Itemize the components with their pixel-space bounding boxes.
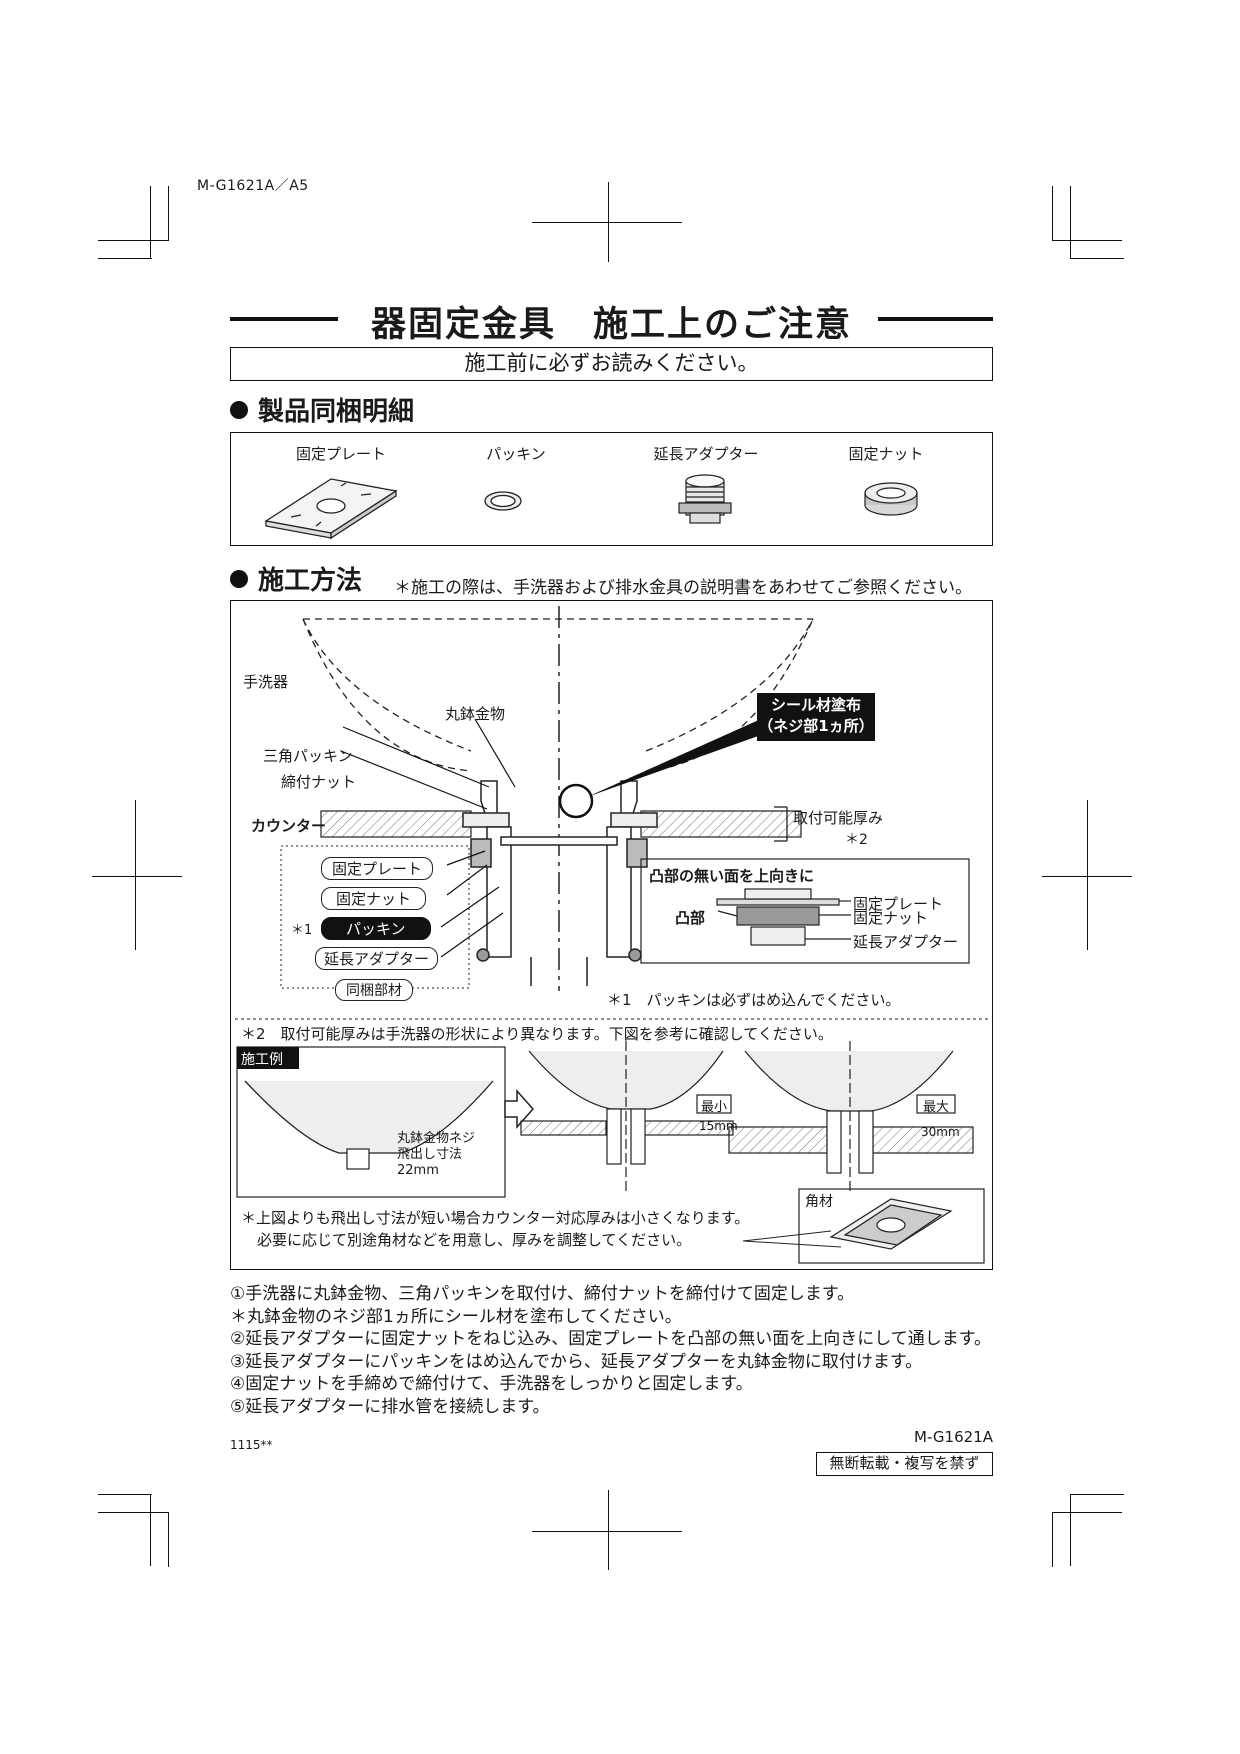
seal-callout-line2: （ネジ部1ヵ所） (758, 717, 874, 735)
step-1: ①手洗器に丸鉢金物、三角パッキンを取付け、締付ナットを締付けて固定します。 (230, 1284, 855, 1304)
spacer-label: 角材 (805, 1194, 833, 1210)
triangle-packing-label: 三角パッキン (263, 747, 353, 765)
footer-code: M-G1621A (914, 1428, 993, 1446)
example-dimension: 丸鉢金物ネジ 飛出し寸法 22mm (397, 1131, 475, 1179)
tightening-nut-label: 締付ナット (281, 773, 357, 791)
bullet-icon (230, 569, 248, 588)
fixing-plate-illustration (264, 478, 398, 540)
part-label-packing: パッキン (486, 445, 546, 463)
title-rule-right (878, 317, 993, 321)
part-label-nut: 固定ナット (848, 445, 924, 463)
seal-callout-line1: シール材塗布 (770, 696, 861, 714)
parts-list-box: 固定プレート パッキン 延長アダプター 固定ナット (230, 432, 993, 546)
min-value: 15mm (699, 1119, 738, 1133)
step-4: ④固定ナットを手締めで締付けて、手洗器をしっかりと固定します。 (230, 1374, 753, 1394)
bullet-icon (230, 400, 248, 419)
document-code: M-G1621A／A5 (197, 178, 309, 194)
bundle-item-adapter: 延長アダプター (315, 947, 439, 970)
method-heading-text: 施工方法 (258, 566, 363, 596)
step-3: ③延長アダプターにパッキンをはめ込んでから、延長アダプターを丸鉢金物に取付けます… (230, 1351, 923, 1372)
bottom-note-line2: 必要に応じて別途角材などを用意し、厚みを調整してください。 (257, 1231, 692, 1249)
seal-callout: シール材塗布 （ネジ部1ヵ所） (757, 695, 875, 737)
notice-banner: 施工前に必ずお読みください。 (230, 347, 993, 381)
example-tag: 施工例 (241, 1052, 283, 1068)
page-title: 器固定金具 施工上のご注意 (370, 305, 852, 345)
bottom-note-line1: ＊上図よりも飛出し寸法が短い場合カウンター対応厚みは小さくなります。 (241, 1209, 750, 1227)
step-2: ②延長アダプターに固定ナットをねじ込み、固定プレートを凸部の無い面を上向きにして… (230, 1329, 992, 1349)
bundle-item-plate: 固定プレート (321, 857, 434, 880)
contents-heading-text: 製品同梱明細 (258, 397, 415, 427)
packing-illustration (484, 491, 522, 511)
counter-label: カウンター (251, 817, 327, 835)
part-label-plate: 固定プレート (295, 445, 386, 463)
max-value: 30mm (921, 1125, 960, 1139)
drain-fitting-label: 丸鉢金物 (445, 705, 506, 723)
note-packing: ＊1 パッキンは必ずはめ込んでください。 (607, 991, 901, 1009)
note-thickness: ＊2 取付可能厚みは手洗器の形状により異なります。下図を参考に確認してください。 (241, 1025, 833, 1043)
bundle-item-nut: 固定ナット (321, 887, 427, 910)
extension-adapter-illustration (678, 474, 732, 524)
contents-heading: 製品同梱明細 (230, 391, 414, 428)
parts-illustrations (264, 474, 918, 540)
bundle-item-packing: パッキン (321, 917, 431, 940)
part-label-adapter: 延長アダプター (653, 445, 759, 463)
diagram-artwork (235, 606, 988, 1264)
installation-diagram: 手洗器 丸鉢金物 シール材塗布 （ネジ部1ヵ所） 三角パッキン 締付ナット カウ… (230, 600, 993, 1270)
lot-number: 1115** (230, 1438, 273, 1452)
inset-title: 凸部の無い面を上向きに (649, 867, 815, 885)
max-tag: 最大 (923, 1100, 950, 1115)
example-dim-value: 22mm (397, 1163, 439, 1178)
thickness-label: 取付可能厚み (793, 809, 884, 827)
title-rule-left (230, 317, 338, 321)
title-row: 器固定金具 施工上のご注意 (230, 296, 993, 345)
copyright-notice: 無断転載・複写を禁ず (816, 1452, 993, 1476)
min-tag: 最小 (701, 1100, 728, 1115)
example-dim-line1: 丸鉢金物ネジ (397, 1131, 476, 1146)
method-heading: 施工方法 (230, 560, 362, 597)
inset-label-adapter: 延長アダプター (853, 933, 959, 951)
bundle-caption: 同梱部材 (335, 979, 413, 1001)
inset-convex-label: 凸部 (675, 909, 706, 927)
fixing-nut-illustration (864, 482, 918, 516)
step-1-note: ＊丸鉢金物のネジ部1ヵ所にシール材を塗布してください。 (230, 1306, 682, 1327)
thickness-ref: ＊2 (845, 832, 868, 848)
bundle-ref: ＊1 (291, 923, 313, 938)
sink-label: 手洗器 (243, 673, 289, 691)
inset-label-plate: 固定プレート (853, 895, 944, 913)
method-note: ＊施工の際は、手洗器および排水金具の説明書をあわせてご参照ください。 (394, 578, 972, 598)
inset-label-nut: 固定ナット (853, 909, 929, 927)
installation-steps: ①手洗器に丸鉢金物、三角パッキンを取付け、締付ナットを締付けて固定します。 ＊丸… (230, 1283, 991, 1418)
step-5: ⑤延長アダプターに排水管を接続します。 (230, 1396, 550, 1417)
example-dim-line2: 飛出し寸法 (397, 1147, 463, 1162)
